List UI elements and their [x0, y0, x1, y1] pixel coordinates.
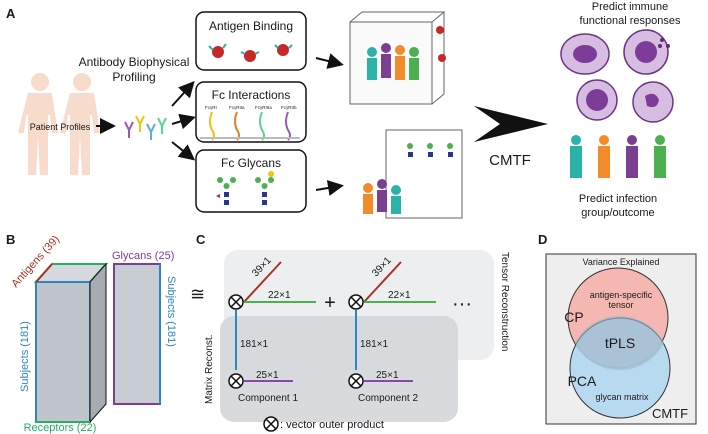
fc-glycans-label: Fc Glycans: [221, 156, 281, 170]
fc-receptor-label-3: FcγRIIIa: [255, 105, 272, 110]
matrix-reconst-label: Matrix Reconst.: [204, 335, 215, 404]
predict-immune-line1: Predict immune: [592, 1, 668, 13]
arrow-to-fc-glycans: [171, 141, 196, 161]
dim-181-label: 181×1: [240, 339, 269, 350]
dim-22-label-2: 22×1: [388, 290, 411, 301]
component-2-vectors: [348, 261, 436, 389]
immune-cells-icon: [560, 29, 674, 123]
glycan-matrix: [113, 263, 161, 405]
antigen-receptor-tensor: [33, 262, 109, 424]
approx-symbol: ≅: [190, 284, 205, 304]
arrow-to-antigen-binding: [171, 81, 195, 107]
tensor-reconstruction-label: Tensor Reconstruction: [499, 252, 510, 352]
tensor-cube-icon: [349, 11, 446, 105]
panel-label-a: A: [6, 6, 16, 21]
arrow-to-glycan-matrix: [315, 180, 344, 196]
fc-receptor-label-2: FcγRIIa: [229, 105, 245, 110]
cp-description-line2: tensor: [608, 300, 633, 310]
fc-receptor-label-4: FcγRIIb: [281, 105, 297, 110]
component-2-label: Component 2: [358, 393, 418, 404]
panel-label-b: B: [6, 232, 15, 247]
variance-title: Variance Explained: [583, 257, 660, 267]
outer-product-icon: [263, 416, 279, 432]
tpls-label: tPLS: [605, 335, 635, 351]
virus-icon: [208, 43, 293, 62]
patient-profiles-label: Patient Profiles: [30, 122, 91, 132]
glycan-structure-icon: [216, 171, 274, 205]
plus-sign: +: [324, 292, 336, 314]
pca-description: glycan matrix: [595, 392, 649, 402]
outcome-figures-icon: [570, 135, 666, 178]
fc-glycans-box: Fc Glycans: [195, 149, 307, 213]
subjects-axis-label-right: Subjects (181): [165, 276, 177, 347]
cmtf-label-a: CMTF: [489, 152, 531, 169]
profiling-title-line2: Profiling: [112, 70, 155, 84]
arrow-to-tensor-cube: [315, 53, 344, 69]
outer-product-legend: : vector outer product: [280, 419, 384, 431]
profiling-title-line1: Antibody Biophysical: [79, 55, 190, 69]
fc-receptor-icon: [200, 111, 300, 141]
dim-181-label-2: 181×1: [360, 339, 389, 350]
receptors-axis-label: Receptors (22): [24, 422, 97, 434]
fc-interactions-box: Fc Interactions FcγRI FcγRIIa FcγRIIIa F…: [195, 81, 307, 143]
panel-label-d: D: [538, 232, 547, 247]
predict-infection-line2: group/outcome: [581, 207, 654, 219]
glycans-axis-label: Glycans (25): [112, 250, 174, 262]
ellipsis: ···: [452, 293, 472, 315]
antigen-binding-label: Antigen Binding: [209, 19, 293, 33]
arrow-to-fc-interactions: [171, 113, 196, 130]
dim-25-label: 25×1: [256, 370, 279, 381]
predict-infection-line1: Predict infection: [579, 193, 657, 205]
fc-receptor-label-1: FcγRI: [205, 105, 217, 110]
panel-label-c: C: [196, 232, 206, 247]
predict-immune-line2: functional responses: [580, 15, 681, 27]
cp-description-line1: antigen-specific: [590, 290, 653, 300]
glycan-matrix-icon: [363, 129, 463, 219]
cmtf-label-d: CMTF: [652, 406, 688, 421]
subjects-axis-label-left: Subjects (181): [19, 321, 31, 392]
dim-25-label-2: 25×1: [376, 370, 399, 381]
antigen-binding-box: Antigen Binding: [195, 11, 307, 71]
patient-silhouettes-icon: [18, 73, 100, 175]
matrix-reconstruction-region: [220, 316, 458, 422]
antibodies-icon: [124, 115, 167, 140]
fc-interactions-label: Fc Interactions: [212, 88, 291, 102]
component-1-label: Component 1: [238, 393, 298, 404]
cp-label: CP: [564, 309, 583, 325]
tpls-overlap: [575, 315, 664, 371]
component-1-vectors: [228, 261, 316, 389]
dim-22-label: 22×1: [268, 290, 291, 301]
pca-label: PCA: [568, 373, 597, 389]
cmtf-arrow-icon: [474, 106, 548, 142]
